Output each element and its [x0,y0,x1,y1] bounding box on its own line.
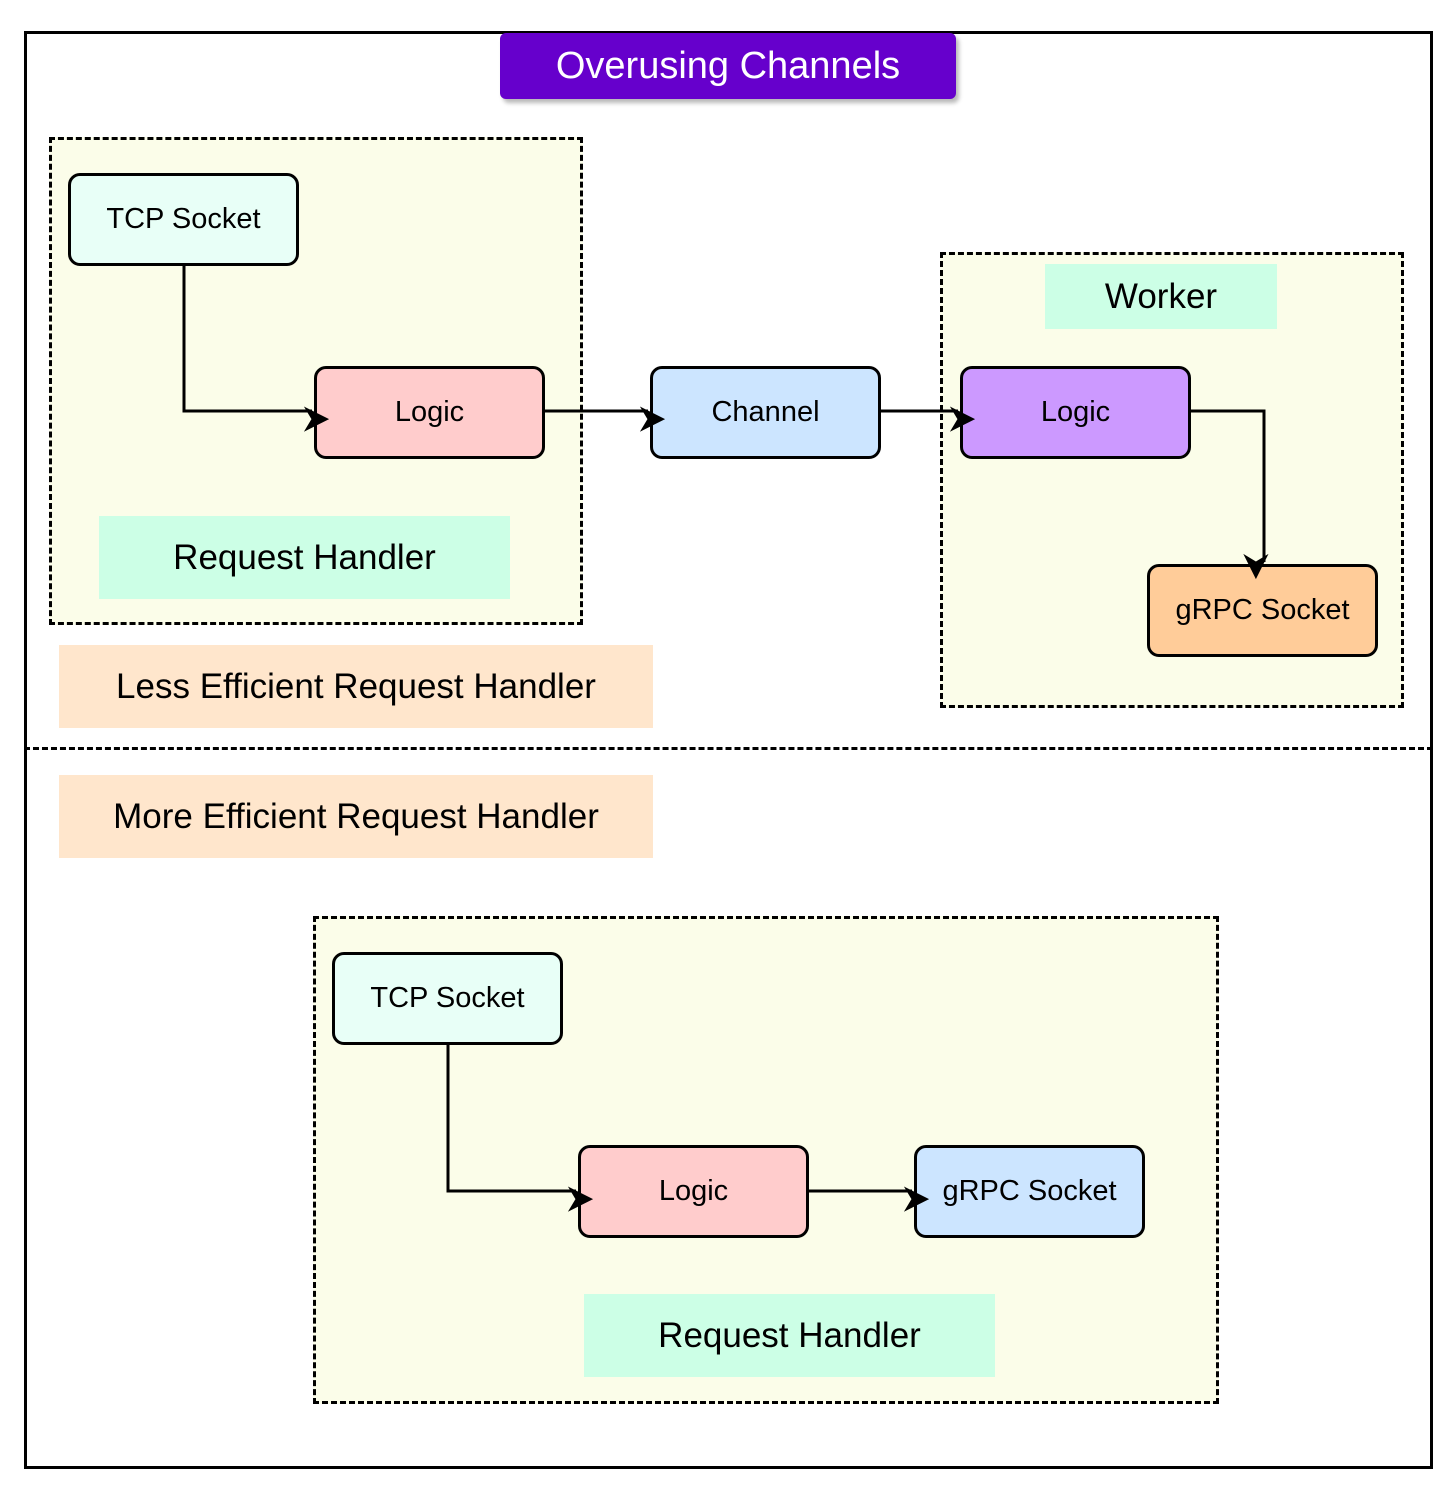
diagram-title: Overusing Channels [500,33,956,99]
top-tcp-socket-node: TCP Socket [68,173,299,266]
worker-logic-node: Logic [960,366,1191,459]
bottom-grpc-socket-node: gRPC Socket [914,1145,1145,1238]
bottom-logic-node: Logic [578,1145,809,1238]
more-efficient-caption: More Efficient Request Handler [59,775,653,858]
less-efficient-caption: Less Efficient Request Handler [59,645,653,728]
section-divider [24,747,1433,750]
top-logic-node: Logic [314,366,545,459]
arrow-worker-logic-to-grpc [1191,409,1269,580]
diagram-frame [24,31,1433,1469]
arrow-top-tcp-to-logic [182,266,330,432]
top-request-handler-label: Request Handler [99,516,510,599]
channel-node: Channel [650,366,881,459]
worker-grpc-socket-node: gRPC Socket [1147,564,1378,657]
worker-label: Worker [1045,264,1277,329]
arrow-bottom-tcp-to-logic [446,1045,594,1212]
bottom-tcp-socket-node: TCP Socket [332,952,563,1045]
bottom-request-handler-label: Request Handler [584,1294,995,1377]
